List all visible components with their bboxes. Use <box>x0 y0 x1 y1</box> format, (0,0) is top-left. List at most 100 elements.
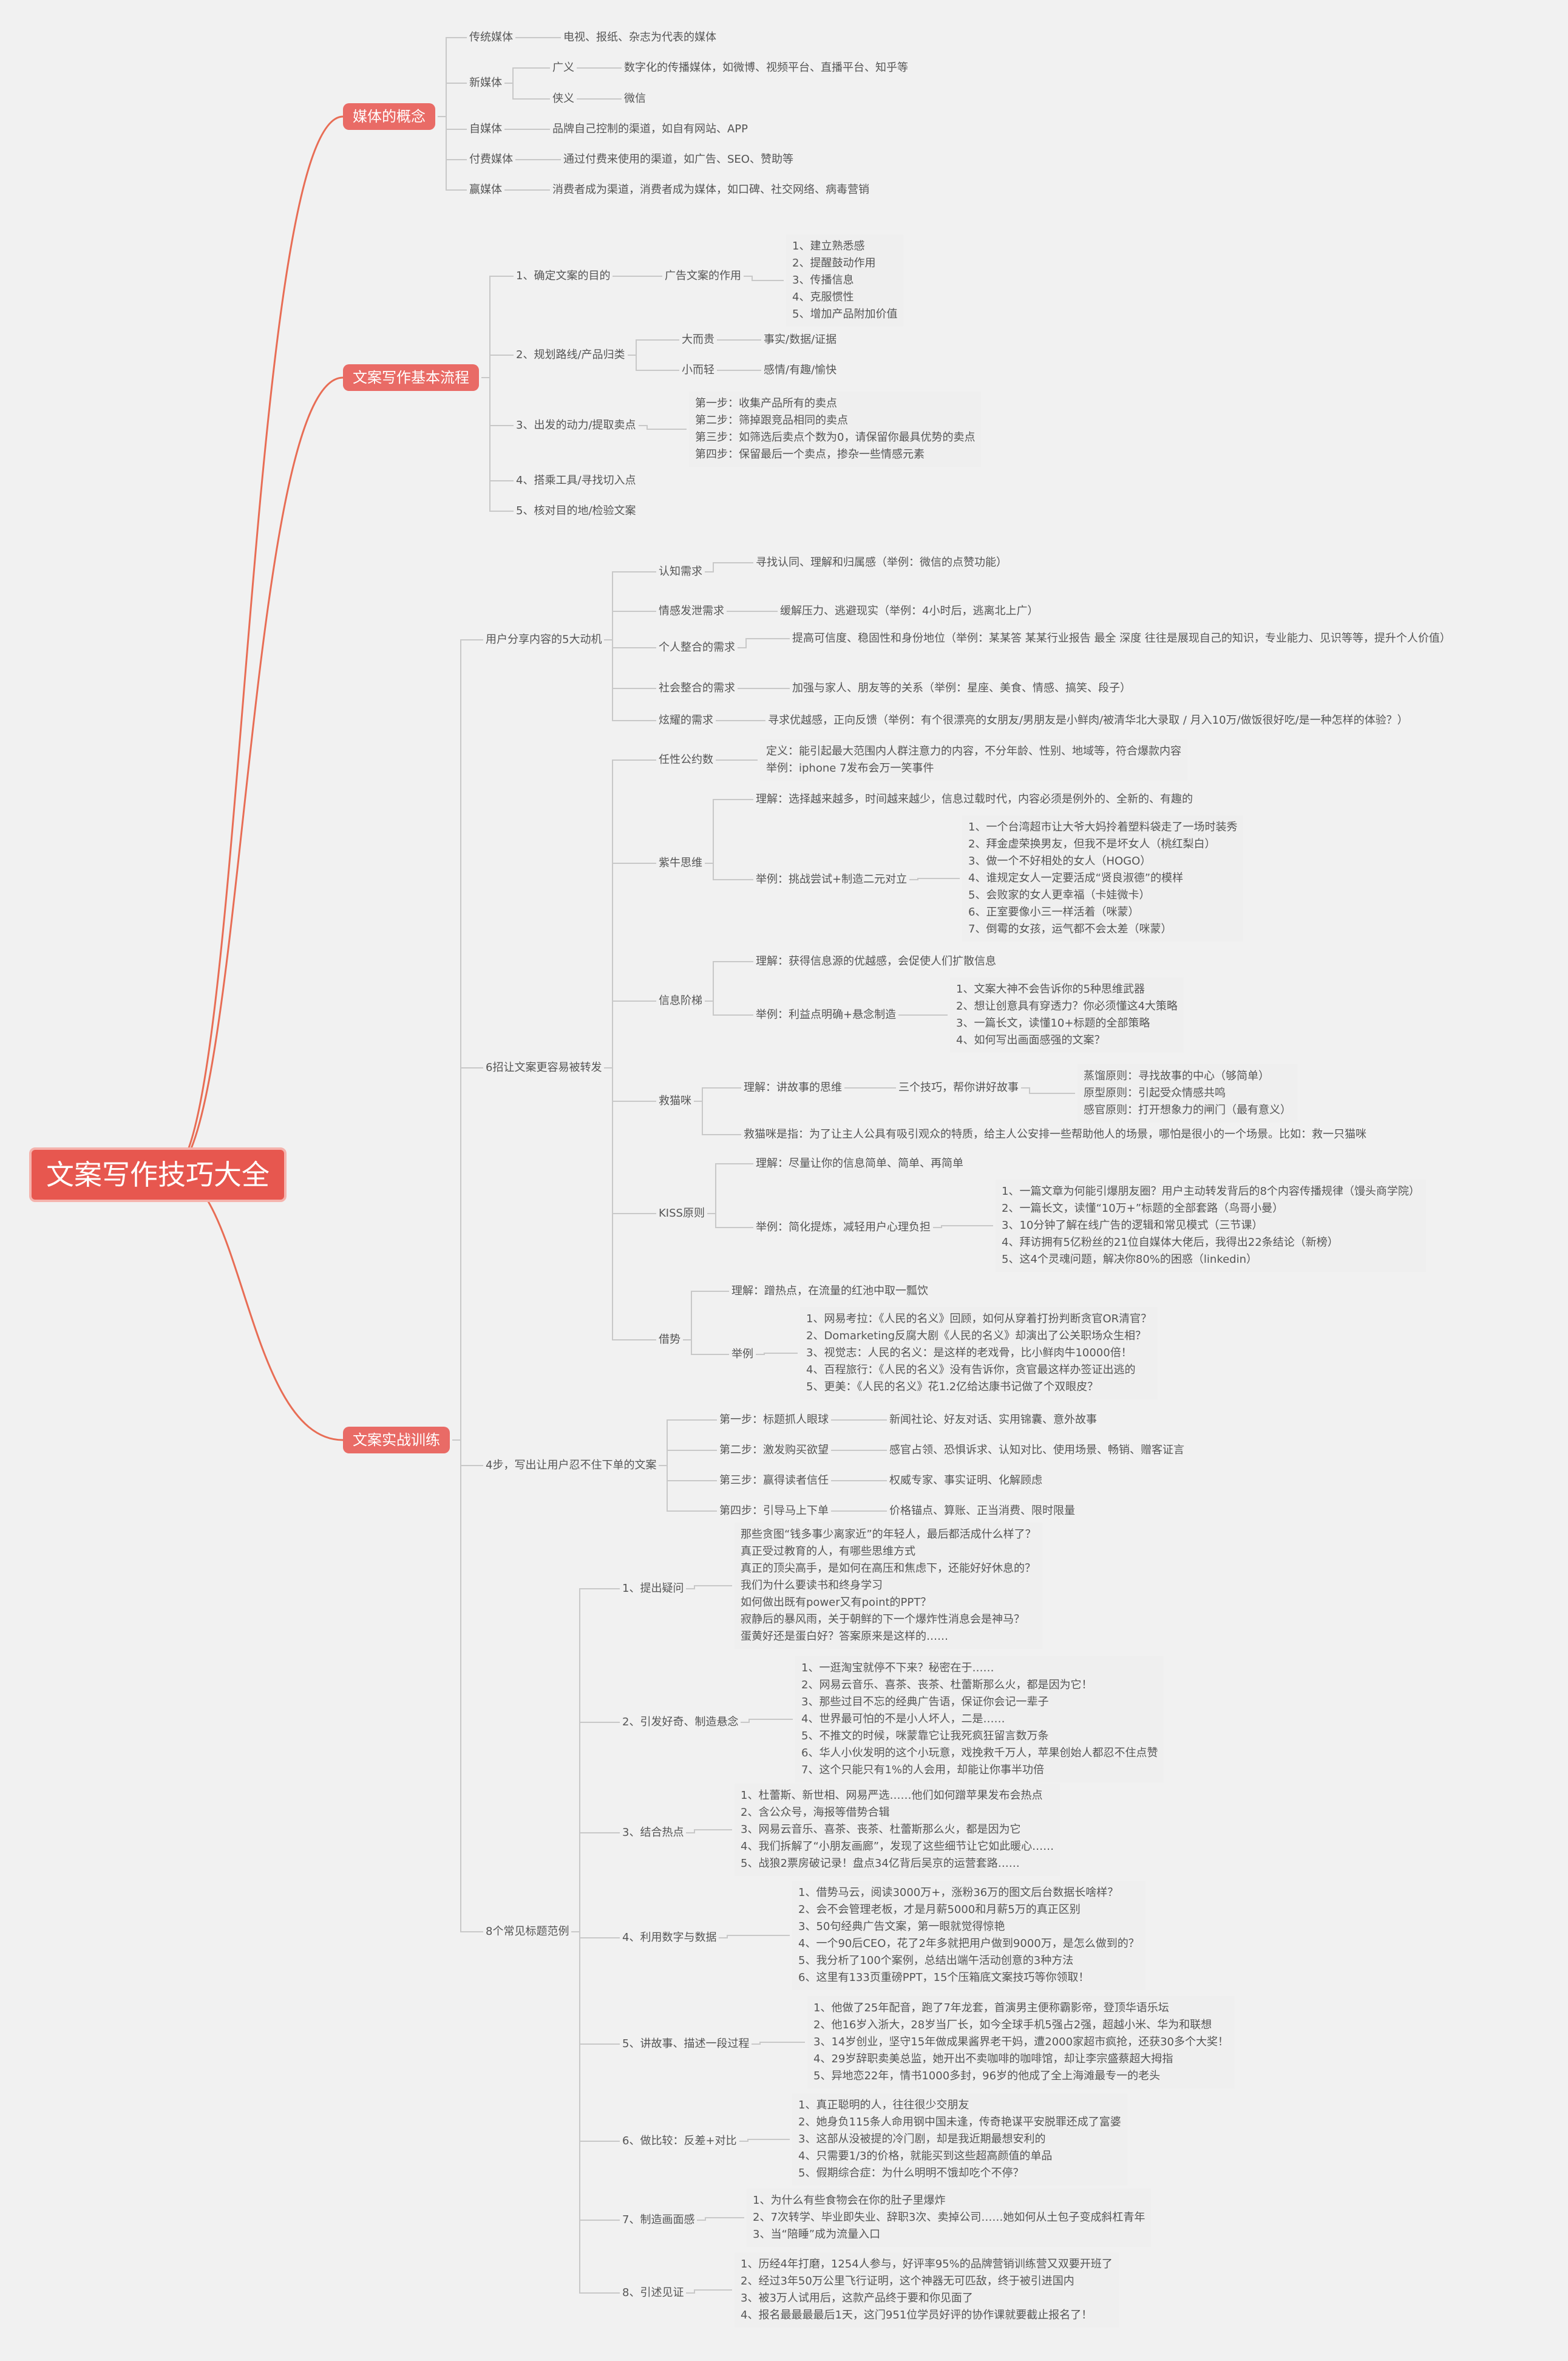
branch-node-c2f1[interactable]: 理解：蹭热点，在流量的红池中取一瓢饮 <box>731 1285 928 1297</box>
branch-node-b4[interactable]: 4、搭乘工具/寻找切入点 <box>516 474 636 487</box>
branch-node-c2b[interactable]: 紫牛思维 <box>659 857 702 869</box>
branch-node-c1bd[interactable]: 缓解压力、逃避现实（举例：4小时后，逃离北上广） <box>780 605 1039 617</box>
main-branch-m3[interactable]: 文案实战训练 <box>343 1427 450 1453</box>
branch-node-c4c[interactable]: 3、结合热点 <box>622 1826 684 1839</box>
main-branch-m2[interactable]: 文案写作基本流程 <box>343 364 479 391</box>
leaf-list-item: 寂静后的暴风雨，关于朝鲜的下一个爆炸性消息会是神马？ <box>741 1613 1025 1626</box>
leaf-list-item: 4、拜访拥有5亿粉丝的21位自媒体大佬后，我得出22条结论（新榜） <box>1002 1236 1339 1249</box>
branch-node-b2ad[interactable]: 事实/数据/证据 <box>764 333 837 346</box>
branch-node-a2b[interactable]: 侠义 <box>552 92 574 105</box>
branch-node-c2e[interactable]: KISS原则 <box>659 1207 705 1220</box>
branch-node-c2f[interactable]: 借势 <box>659 1333 680 1346</box>
branch-node-a5[interactable]: 赢媒体 <box>469 183 502 196</box>
branch-node-c3bd[interactable]: 感官占领、恐惧诉求、认知对比、使用场景、畅销、赠客证言 <box>889 1444 1184 1456</box>
leaf-list-item: 第一步：收集产品所有的卖点 <box>695 397 837 410</box>
branch-node-b2[interactable]: 2、规划路线/产品归类 <box>516 348 625 361</box>
branch-node-c2b2[interactable]: 举例：挑战尝试+制造二元对立 <box>756 873 908 886</box>
leaf-list-c4al[interactable]: 那些贪图“钱多事少离家近”的年轻人，最后都活成什么样了？真正受过教育的人，有哪些… <box>735 1523 1042 1649</box>
branch-node-c3dd[interactable]: 价格锚点、算账、正当消费、限时限量 <box>889 1504 1075 1517</box>
leaf-list-c2e2l[interactable]: 1、一篇文章为何能引爆朋友圈？用户主动转发背后的8个内容传播规律（馒头商学院）2… <box>996 1180 1426 1272</box>
branch-node-a1d[interactable]: 电视、报纸、杂志为代表的媒体 <box>563 31 716 44</box>
branch-node-b1a[interactable]: 广告文案的作用 <box>665 270 741 282</box>
branch-node-c3[interactable]: 4步，写出让用户忍不住下单的文案 <box>486 1459 657 1472</box>
branch-node-c1dd[interactable]: 加强与家人、朋友等的关系（举例：星座、美食、情感、搞笑、段子） <box>792 682 1131 695</box>
branch-node-c2b1[interactable]: 理解：选择越来越多，时间越来越少，信息过载时代，内容必须是例外的、全新的、有趣的 <box>756 793 1193 806</box>
leaf-list-b3l[interactable]: 第一步：收集产品所有的卖点第二步：筛掉跟竞品相同的卖点第三步：如筛选后卖点个数为… <box>689 392 982 467</box>
branch-node-c2c1[interactable]: 理解：获得信息源的优越感，会促使人们扩散信息 <box>756 955 996 968</box>
branch-node-c1cd[interactable]: 提高可信度、稳固性和身份地位（举例：某某答 某某行业报告 最全 深度 往往是展现… <box>792 632 1451 645</box>
leaf-list-c4bl[interactable]: 1、一逛淘宝就停不下来？秘密在于……2、网易云音乐、喜茶、丧茶、杜蕾斯那么火，都… <box>795 1656 1164 1782</box>
branch-node-c3d[interactable]: 第四步：引导马上下单 <box>719 1504 829 1517</box>
branch-node-c1[interactable]: 用户分享内容的5大动机 <box>486 633 602 646</box>
branch-node-c4d[interactable]: 4、利用数字与数据 <box>622 1931 717 1944</box>
branch-node-c3a[interactable]: 第一步：标题抓人眼球 <box>719 1413 829 1426</box>
branch-node-c4b[interactable]: 2、引发好奇、制造悬念 <box>622 1716 739 1728</box>
branch-node-c3ad[interactable]: 新闻社论、好友对话、实用锦囊、意外故事 <box>889 1413 1097 1426</box>
branch-node-c4g[interactable]: 7、制造画面感 <box>622 2213 695 2226</box>
branch-node-a2[interactable]: 新媒体 <box>469 76 502 89</box>
branch-node-c1c[interactable]: 个人整合的需求 <box>659 641 735 654</box>
connector-c2 <box>452 1067 483 1441</box>
branch-node-c3c[interactable]: 第三步：赢得读者信任 <box>719 1474 829 1487</box>
connector-c2c <box>604 1000 656 1068</box>
leaf-list-c2al[interactable]: 定义：能引起最大范围内人群注意力的内容，不分年龄、性别、地域等，符合爆款内容举例… <box>760 739 1187 781</box>
branch-node-c2[interactable]: 6招让文案更容易被转发 <box>486 1061 602 1074</box>
leaf-list-item: 4、报名最最最最后1天，这门951位学员好评的协作课就要截止报名了！ <box>741 2309 1093 2322</box>
branch-node-c2f2[interactable]: 举例 <box>731 1348 753 1361</box>
branch-node-c2d2[interactable]: 救猫咪是指：为了让主人公具有吸引观众的特质，给主人公安排一些帮助他人的场景，哪怕… <box>744 1128 1366 1141</box>
branch-node-a2ad[interactable]: 数字化的传播媒体，如微博、视频平台、直播平台、知乎等 <box>624 61 908 74</box>
leaf-list-item: 1、历经4年打磨，1254人参与，好评率95%的品牌营销训练营又双要开班了 <box>741 2258 1113 2271</box>
branch-node-c2c2[interactable]: 举例：利益点明确+悬念制造 <box>756 1008 897 1021</box>
branch-node-c2d[interactable]: 救猫咪 <box>659 1095 691 1107</box>
branch-node-c2e1[interactable]: 理解：尽量让你的信息简单、简单、再简单 <box>756 1157 963 1170</box>
branch-node-c2c[interactable]: 信息阶梯 <box>659 994 702 1007</box>
branch-node-b1[interactable]: 1、确定文案的目的 <box>516 270 611 282</box>
root-node-title[interactable]: 文案写作技巧大全 <box>29 1147 287 1202</box>
branch-node-c4e[interactable]: 5、讲故事、描述一段过程 <box>622 2037 750 2050</box>
branch-node-c1b[interactable]: 情感发泄需求 <box>659 605 724 617</box>
leaf-list-c2d1al[interactable]: 蒸馏原则：寻找故事的中心（够简单）原型原则：引起受众情感共鸣感官原则：打开想象力… <box>1078 1064 1297 1123</box>
branch-node-c1ad[interactable]: 寻找认同、理解和归属感（举例：微信的点赞功能） <box>756 556 1007 569</box>
connector-b3 <box>481 377 514 426</box>
branch-node-b2a[interactable]: 大而贵 <box>682 333 714 346</box>
branch-node-b5[interactable]: 5、核对目的地/检验文案 <box>516 504 636 517</box>
branch-node-a5d[interactable]: 消费者成为渠道，消费者成为媒体，如口碑、社交网络、病毒营销 <box>552 183 869 196</box>
main-branch-m1[interactable]: 媒体的概念 <box>343 103 435 130</box>
branch-node-c3b[interactable]: 第二步：激发购买欲望 <box>719 1444 829 1456</box>
branch-node-c1a[interactable]: 认知需求 <box>659 565 702 578</box>
branch-node-a4[interactable]: 付费媒体 <box>469 153 513 166</box>
branch-node-c4f[interactable]: 6、做比较：反差+对比 <box>622 2135 737 2147</box>
branch-node-a3[interactable]: 自媒体 <box>469 123 502 135</box>
leaf-list-c2f2l[interactable]: 1、网易考拉：《人民的名义》回顾，如何从穿着打扮判断贪官OR清官？2、Domar… <box>800 1307 1158 1399</box>
leaf-list-item: 2、会不会管理老板，才是月薪5000和月薪5万的真正区别 <box>798 1903 1081 1916</box>
branch-node-b3[interactable]: 3、出发的动力/提取卖点 <box>516 419 636 432</box>
branch-node-a2a[interactable]: 广义 <box>552 61 574 74</box>
branch-node-c4[interactable]: 8个常见标题范例 <box>486 1925 569 1938</box>
branch-node-c1ed[interactable]: 寻求优越感，正向反馈（举例：有个很漂亮的女朋友/男朋友是小鲜肉/被清华北大录取 … <box>768 714 1408 727</box>
branch-node-c4a[interactable]: 1、提出疑问 <box>622 1582 684 1595</box>
branch-node-c1e[interactable]: 炫耀的需求 <box>659 714 713 727</box>
branch-node-b2bd[interactable]: 感情/有趣/愉快 <box>764 364 837 376</box>
branch-node-a3d[interactable]: 品牌自己控制的渠道，如自有网站、APP <box>552 123 748 135</box>
branch-node-c1d[interactable]: 社会整合的需求 <box>659 682 735 695</box>
branch-node-a1[interactable]: 传统媒体 <box>469 31 513 44</box>
branch-node-a4d[interactable]: 通过付费来使用的渠道，如广告、SEO、赞助等 <box>563 153 793 166</box>
connector-a4 <box>438 116 467 160</box>
branch-node-c2a[interactable]: 任性公约数 <box>659 753 713 766</box>
branch-node-c4h[interactable]: 8、引述见证 <box>622 2286 684 2299</box>
branch-node-c2d1[interactable]: 理解：讲故事的思维 <box>744 1081 842 1094</box>
branch-node-c2d1a[interactable]: 三个技巧，帮你讲好故事 <box>898 1081 1019 1094</box>
branch-node-a2bd[interactable]: 微信 <box>624 92 646 105</box>
branch-node-b2b[interactable]: 小而轻 <box>682 364 714 376</box>
branch-node-c2e2[interactable]: 举例：简化提炼，减轻用户心理负担 <box>756 1221 931 1234</box>
branch-node-c3cd[interactable]: 权威专家、事实证明、化解顾虑 <box>889 1474 1042 1487</box>
leaf-list-c4dl[interactable]: 1、借势马云，阅读3000万+，涨粉36万的图文后台数据长啥样？2、会不会管理老… <box>792 1881 1145 1990</box>
